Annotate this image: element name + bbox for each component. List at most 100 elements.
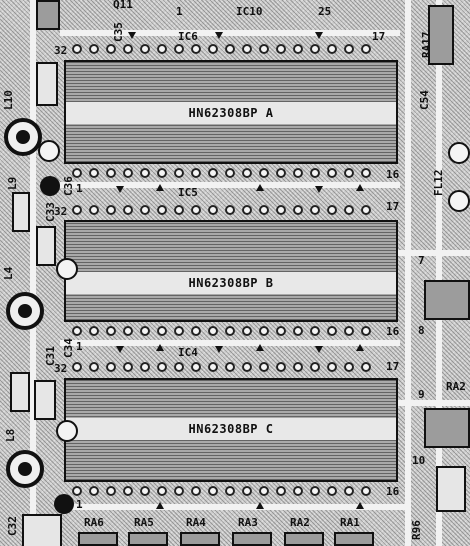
capacitor xyxy=(36,226,56,266)
chip-a-pin-1: 1 xyxy=(76,182,83,195)
chip-c-pin-32: 32 xyxy=(54,362,68,375)
via-hole xyxy=(448,190,470,212)
arrow-marker xyxy=(116,186,124,193)
chip-c-pin-17: 17 xyxy=(386,360,400,373)
arrow-marker xyxy=(315,186,323,193)
trace xyxy=(60,504,410,510)
arrow-marker xyxy=(315,346,323,353)
pin-row xyxy=(72,44,371,54)
via-hole xyxy=(38,140,60,162)
resistor-array-body xyxy=(334,532,374,546)
label-c36: C36 xyxy=(62,176,75,196)
resistor-box xyxy=(36,0,60,30)
trace xyxy=(395,250,470,256)
label-c32: C32 xyxy=(6,516,19,536)
label-c31: C31 xyxy=(44,346,57,366)
label-ic5: IC5 xyxy=(178,186,198,199)
arrow-marker xyxy=(215,346,223,353)
resistor-array-ra6: RA6 xyxy=(84,516,104,529)
chip-a-pin-16: 16 xyxy=(386,168,400,181)
pin-row xyxy=(72,168,371,178)
chip-a[interactable]: HN62308BP A xyxy=(64,60,398,164)
label-ic4: IC4 xyxy=(178,346,198,359)
label-c34: C34 xyxy=(62,338,75,358)
arrow-marker xyxy=(315,32,323,39)
label-pin-1-top: 1 xyxy=(176,5,183,18)
inductor-l10 xyxy=(36,62,58,106)
label-fl12: FL12 xyxy=(432,169,445,197)
chip-c[interactable]: HN62308BP C xyxy=(64,378,398,482)
filter-block xyxy=(424,408,470,448)
filter-block xyxy=(424,280,470,320)
arrow-marker xyxy=(356,502,364,509)
capacitor xyxy=(10,372,30,412)
trace xyxy=(395,400,470,406)
capacitor xyxy=(34,380,56,420)
chip-b-pin-32: 32 xyxy=(54,205,68,218)
via-hole xyxy=(448,142,470,164)
label-ic6: IC6 xyxy=(178,30,198,43)
via-dot xyxy=(54,494,74,514)
chip-a-pin-17: 17 xyxy=(372,30,386,43)
pin-row xyxy=(72,362,371,372)
chip-a-label: HN62308BP A xyxy=(66,102,396,124)
via-hole xyxy=(56,258,78,280)
label-q11: Q11 xyxy=(113,0,133,11)
label-ic10: IC10 xyxy=(236,5,263,18)
resistor-array-ra2: RA2 xyxy=(290,516,310,529)
resistor-array-body xyxy=(128,532,168,546)
trace xyxy=(30,0,36,546)
chip-b-pin-1: 1 xyxy=(76,340,83,353)
resistor-array-ra5: RA5 xyxy=(134,516,154,529)
label-l8: L8 xyxy=(4,428,17,442)
label-ra2x: RA2 xyxy=(446,380,466,393)
resistor-array-ra4: RA4 xyxy=(186,516,206,529)
label-pin-10: 10 xyxy=(412,454,426,467)
trace xyxy=(60,340,400,346)
resistor-array-body xyxy=(78,532,118,546)
coil-ring xyxy=(4,118,42,156)
pin-row xyxy=(72,486,371,496)
label-c35: C35 xyxy=(112,22,125,42)
trace xyxy=(60,182,400,188)
chip-c-pin-1: 1 xyxy=(76,498,83,511)
via-hole xyxy=(56,420,78,442)
chip-b-pin-16: 16 xyxy=(386,325,400,338)
resistor-array-body xyxy=(180,532,220,546)
label-c33: C33 xyxy=(44,202,57,222)
trace xyxy=(60,30,400,36)
arrow-marker xyxy=(215,32,223,39)
arrow-marker xyxy=(156,184,164,191)
pin-row xyxy=(72,205,371,215)
coil-ring xyxy=(6,450,44,488)
label-pin-9: 9 xyxy=(418,388,425,401)
capacitor xyxy=(436,466,466,512)
coil-ring xyxy=(6,292,44,330)
chip-b-label: HN62308BP B xyxy=(66,272,396,294)
trace xyxy=(405,0,411,546)
chip-b[interactable]: HN62308BP B xyxy=(64,220,398,322)
label-pin-7: 7 xyxy=(418,254,425,267)
chip-a-pin-32: 32 xyxy=(54,44,68,57)
label-pin-25: 25 xyxy=(318,5,332,18)
via-dot xyxy=(40,176,60,196)
chip-c-pin-16: 16 xyxy=(386,485,400,498)
label-l10: L10 xyxy=(2,90,15,110)
pin-row xyxy=(72,326,371,336)
arrow-marker xyxy=(156,344,164,351)
arrow-marker xyxy=(256,184,264,191)
resistor-array-body xyxy=(232,532,272,546)
chip-b-pin-17: 17 xyxy=(386,200,400,213)
label-c54: C54 xyxy=(418,90,431,110)
resistor-box xyxy=(428,5,454,65)
arrow-marker xyxy=(128,32,136,39)
label-l9: L9 xyxy=(6,176,19,190)
resistor-array-ra3: RA3 xyxy=(238,516,258,529)
resistor-array-ra1: RA1 xyxy=(340,516,360,529)
capacitor xyxy=(22,514,62,546)
arrow-marker xyxy=(256,502,264,509)
resistor-array-body xyxy=(284,532,324,546)
arrow-marker xyxy=(356,184,364,191)
trace xyxy=(436,0,442,546)
